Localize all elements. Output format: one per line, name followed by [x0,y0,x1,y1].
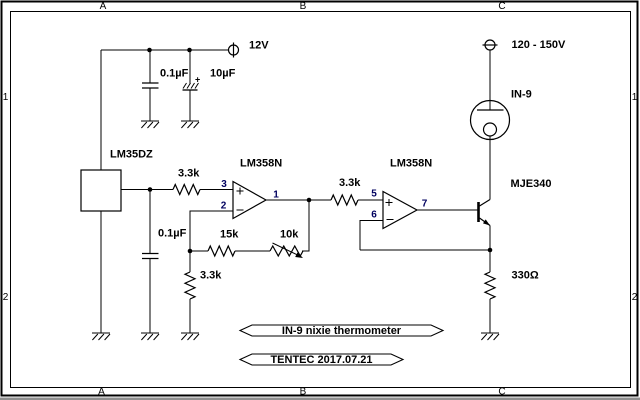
sensor-label: LM35DZ [110,149,153,161]
capacitor-c2-polarity: + [195,75,200,85]
resistor-r1-value: 3.3k [178,168,200,180]
resistor-r5[interactable]: 3.3k [330,177,361,207]
power-hv-label: 120 - 150V [512,39,566,51]
frame-row-label-right-2: 2 [632,292,638,303]
frame-col-label-bottom-c: C [498,387,505,398]
capacitor-c3-value: 0.1µF [158,228,187,240]
resistor-r4[interactable]: 3.3k [183,270,222,300]
power-terminal-12v[interactable]: 12V [227,40,270,58]
frame-col-label-top-b: B [300,1,307,12]
capacitor-c2-value: 10µF [210,68,236,80]
opamp-u2a-pin1: 1 [273,190,279,201]
ground-symbol [140,120,160,129]
opamp-u2b-label: LM358N [390,158,432,170]
junction-dots [147,47,493,254]
opamp-u2a[interactable]: LM358N 3 2 1 [221,158,283,220]
frame-col-label-top-a: A [100,1,107,12]
resistor-r6-value: 330Ω [512,270,539,282]
transistor-q1-label: MJE340 [511,178,552,190]
nixie-tube-v1[interactable]: IN-9 [469,89,532,141]
potentiometer-wiper-arrowhead [295,252,303,258]
frame-col-label-top-c: C [498,1,505,12]
opamp-u2a-pin3: 3 [221,179,227,190]
frame-row-label-left-2: 2 [3,292,9,303]
resistor-r6[interactable]: 330Ω [483,270,539,300]
transistor-emitter-arrowhead [483,219,490,226]
frame-col-label-bottom-b: B [300,387,307,398]
temperature-sensor-lm35dz[interactable]: LM35DZ [80,149,153,212]
opamp-u2b[interactable]: LM358N 5 6 7 [371,158,432,230]
resistor-r2[interactable]: 15k [207,229,239,258]
date-banner-text: TENTEC 2017.07.21 [270,354,372,366]
title-banner-text: IN-9 nixie thermometer [282,325,402,337]
frame-col-label-bottom-a: A [98,387,105,398]
potentiometer-r3-value: 10k [280,229,299,241]
resistor-r1[interactable]: 3.3k [172,168,201,196]
opamp-u2a-pin2: 2 [221,201,227,212]
opamp-u2b-plus-mark [385,199,393,206]
power-terminal-hv[interactable]: 120 - 150V [482,39,566,51]
opamp-u2a-plus-mark [236,187,244,195]
frame-row-label-left-1: 1 [3,92,9,103]
nixie-tube-label: IN-9 [511,89,532,101]
potentiometer-r3[interactable]: 10k [269,229,304,259]
ground-symbol [180,120,200,129]
ground-symbol [180,332,200,341]
resistor-r2-value: 15k [220,229,239,241]
ground-symbol [480,332,500,341]
resistor-r5-value: 3.3k [339,177,361,189]
transistor-q1[interactable]: MJE340 [477,178,552,226]
power-12v-label: 12V [249,40,269,52]
title-banner[interactable]: IN-9 nixie thermometer [238,324,445,337]
frame-row-label-right-1: 1 [632,92,638,103]
wires [100,49,491,333]
opamp-u2b-pin6: 6 [371,210,377,221]
capacitor-c3[interactable]: 0.1µF [142,228,187,260]
capacitor-c1[interactable]: 0.1µF [142,68,189,89]
potentiometer-wiper-arrow [272,242,298,256]
ground-symbol [140,332,160,341]
window-bottom-edge [0,397,640,400]
opamp-u2b-pin5: 5 [371,189,377,200]
resistor-r4-value: 3.3k [200,270,222,282]
capacitor-c2-electrolytic[interactable]: + 10µF [182,68,236,91]
date-banner[interactable]: TENTEC 2017.07.21 [238,353,405,366]
capacitor-c1-value: 0.1µF [160,68,189,80]
ground-symbol [91,332,111,341]
opamp-u2a-label: LM358N [240,158,282,170]
opamp-u2b-pin7: 7 [422,199,428,210]
